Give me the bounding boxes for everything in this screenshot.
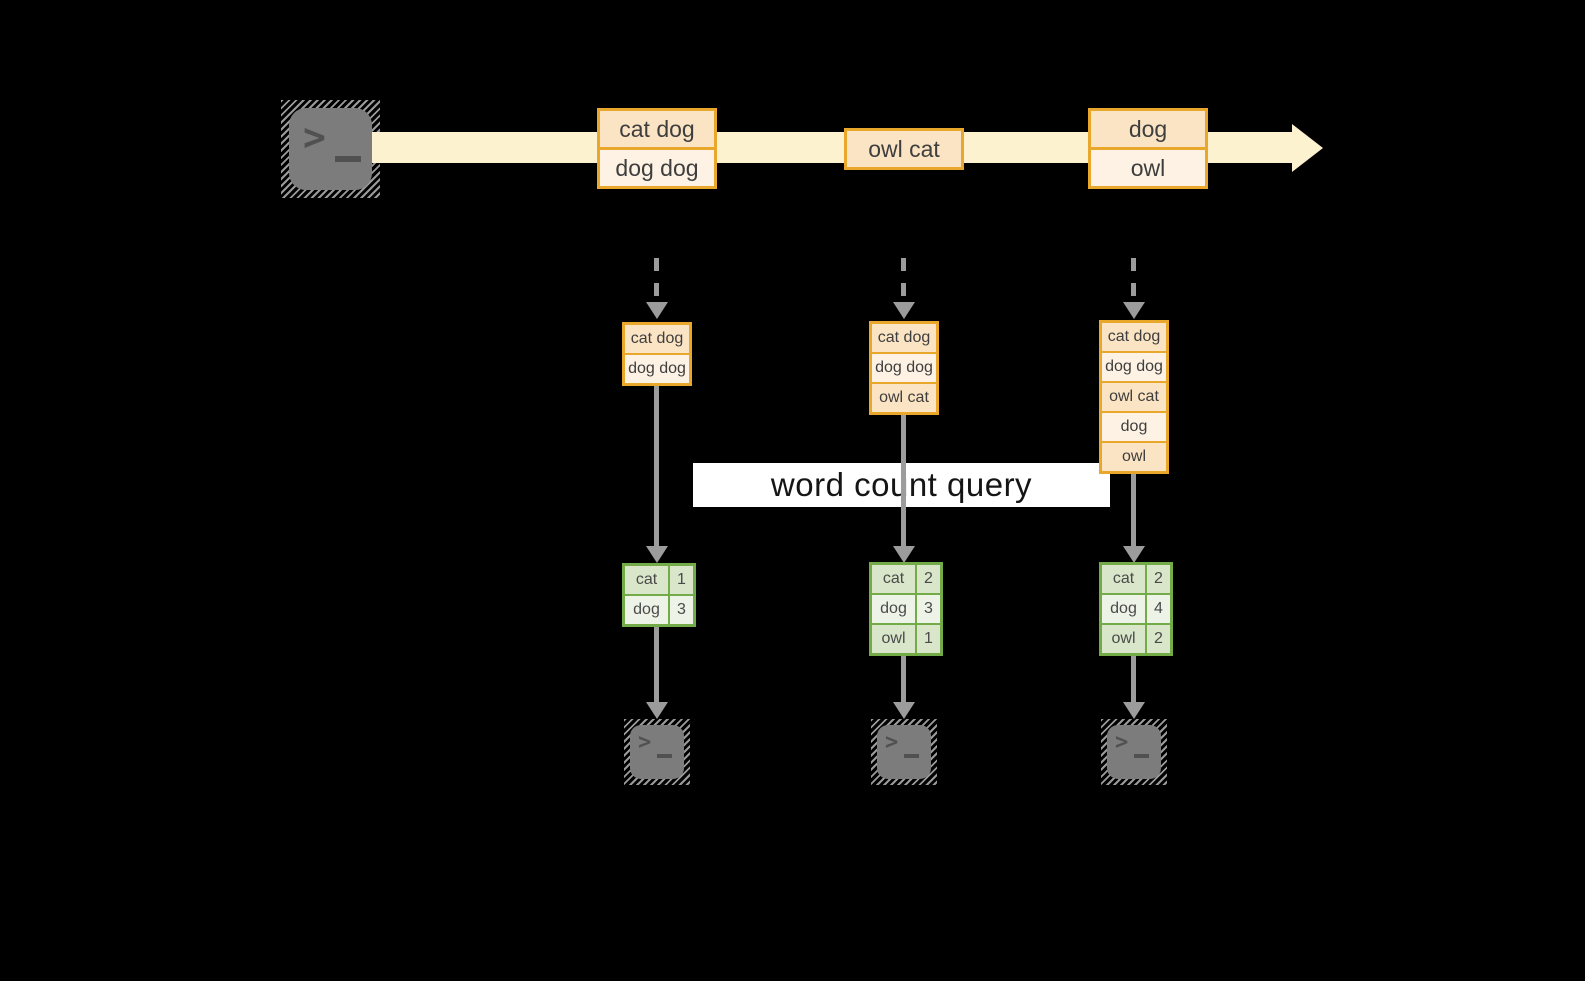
micro-batch-stack-3: cat dog dog dog owl cat dog owl <box>1099 320 1169 474</box>
dashed-arrow-head-icon <box>646 302 668 319</box>
word-cell: dog <box>625 596 668 624</box>
batch-event: dog dog <box>872 352 936 382</box>
word-cell: dog <box>872 595 915 623</box>
flow-arrow-head-icon <box>893 546 915 563</box>
flow-arrow-line <box>654 386 659 546</box>
stream-event: dog <box>1091 111 1205 147</box>
terminal-prompt-chevron-icon: > <box>638 730 652 755</box>
count-cell: 2 <box>917 565 940 593</box>
terminal-cursor-icon <box>657 754 672 758</box>
stream-event: owl <box>1091 147 1205 186</box>
dashed-arrow-head-icon <box>893 302 915 319</box>
stream-event: owl cat <box>847 131 961 167</box>
count-cell: 3 <box>670 596 693 624</box>
count-cell: 3 <box>917 595 940 623</box>
batch-event: cat dog <box>1102 323 1166 351</box>
dashed-arrow-head-icon <box>1123 302 1145 319</box>
stream-batch-1: cat dog dog dog <box>597 108 717 189</box>
flow-arrow-head-icon <box>1123 702 1145 719</box>
terminal-cursor-icon <box>904 754 919 758</box>
terminal-cursor-icon <box>335 156 361 162</box>
flow-arrow-head-icon <box>646 546 668 563</box>
word-cell: cat <box>872 565 915 593</box>
terminal-cursor-icon <box>1134 754 1149 758</box>
word-cell: cat <box>625 566 668 594</box>
dashed-arrow-line <box>654 258 659 302</box>
word-count-table-2: cat 2 dog 3 owl 1 <box>869 562 943 656</box>
batch-event: dog dog <box>1102 351 1166 381</box>
count-cell: 2 <box>1147 625 1170 653</box>
stream-batch-2: owl cat <box>844 128 964 170</box>
batch-event: owl cat <box>1102 381 1166 411</box>
word-cell: owl <box>872 625 915 653</box>
word-count-table-3: cat 2 dog 4 owl 2 <box>1099 562 1173 656</box>
batch-event: cat dog <box>625 325 689 353</box>
flow-arrow-line <box>1131 474 1136 546</box>
word-count-table-1: cat 1 dog 3 <box>622 563 696 627</box>
terminal-prompt-chevron-icon: > <box>885 730 899 755</box>
sink-terminal-icon: > <box>1101 719 1167 785</box>
count-cell: 2 <box>1147 565 1170 593</box>
count-cell: 4 <box>1147 595 1170 623</box>
terminal-icon-body: > <box>289 108 372 190</box>
word-cell: owl <box>1102 625 1145 653</box>
source-terminal-icon: > <box>281 100 380 198</box>
flow-arrow-head-icon <box>893 702 915 719</box>
dashed-arrow-line <box>901 258 906 302</box>
flow-arrow-head-icon <box>646 702 668 719</box>
word-cell: cat <box>1102 565 1145 593</box>
flow-arrow-line <box>1131 656 1136 702</box>
dashed-arrow-line <box>1131 258 1136 302</box>
batch-event: owl cat <box>872 382 936 412</box>
terminal-prompt-chevron-icon: > <box>1115 730 1129 755</box>
terminal-icon-body: > <box>630 725 684 779</box>
stream-event: cat dog <box>600 111 714 147</box>
terminal-icon-body: > <box>1107 725 1161 779</box>
batch-event: dog <box>1102 411 1166 441</box>
flow-arrow-head-icon <box>1123 546 1145 563</box>
sink-terminal-icon: > <box>871 719 937 785</box>
micro-batch-stack-1: cat dog dog dog <box>622 322 692 386</box>
batch-event: owl <box>1102 441 1166 471</box>
count-cell: 1 <box>917 625 940 653</box>
flow-arrow-line <box>901 415 906 546</box>
count-cell: 1 <box>670 566 693 594</box>
flow-arrow-line <box>654 627 659 702</box>
micro-batch-stack-2: cat dog dog dog owl cat <box>869 321 939 415</box>
stream-batch-3: dog owl <box>1088 108 1208 189</box>
terminal-icon-body: > <box>877 725 931 779</box>
batch-event: cat dog <box>872 324 936 352</box>
stream-event: dog dog <box>600 147 714 186</box>
terminal-prompt-chevron-icon: > <box>303 115 326 159</box>
batch-event: dog dog <box>625 353 689 383</box>
flow-arrow-line <box>901 656 906 702</box>
sink-terminal-icon: > <box>624 719 690 785</box>
word-cell: dog <box>1102 595 1145 623</box>
stream-arrow-head-icon <box>1292 124 1323 172</box>
